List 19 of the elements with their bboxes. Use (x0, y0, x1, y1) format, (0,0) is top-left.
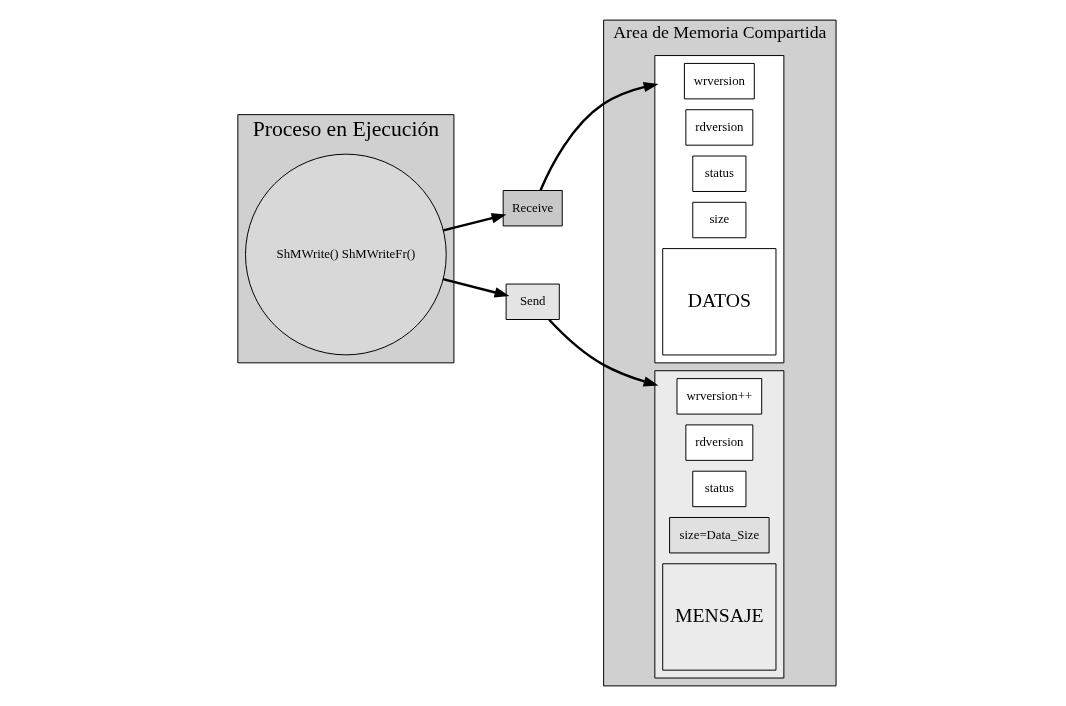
node-box: wrversion++ (676, 378, 763, 415)
node-box: rdversion (685, 109, 754, 146)
node-circle: ShMWrite() ShMWriteFr() (245, 153, 447, 356)
node-box: status (692, 155, 747, 192)
node-box: status (692, 470, 747, 508)
arrow (548, 318, 659, 387)
arrow (539, 81, 659, 191)
arrow (443, 213, 507, 232)
node-box: Send (505, 283, 560, 320)
cluster (654, 370, 785, 679)
cluster (654, 55, 785, 364)
node-box: size (692, 201, 747, 239)
node-box: rdversion (685, 424, 754, 461)
node-box: wrversion (683, 62, 755, 100)
arrow (442, 277, 510, 298)
node-box: size=Data_Size (669, 517, 770, 554)
node-box: DATOS (662, 248, 777, 356)
node-box: Receive (502, 190, 563, 227)
node-box: MENSAJE (662, 563, 777, 671)
